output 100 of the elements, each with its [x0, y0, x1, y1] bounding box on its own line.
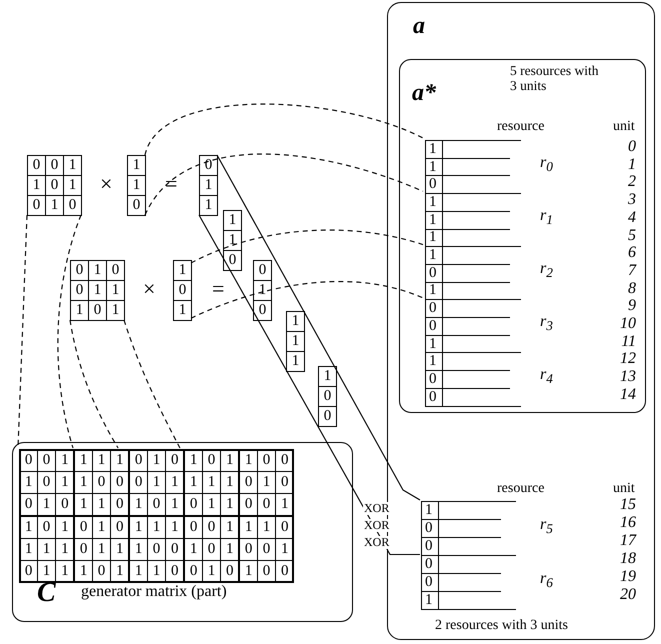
matrix-entry: 0 — [183, 515, 203, 539]
matrix — [70, 260, 124, 320]
xor-label: XOR — [363, 502, 390, 516]
resource-label: r$_{6}$ — [540, 570, 553, 591]
matrix — [286, 311, 304, 371]
bit-entry: 1 — [425, 228, 443, 248]
resource-label: r$_{5}$ — [540, 516, 553, 537]
bit-entry: 1 — [425, 246, 443, 265]
connector-line — [198, 214, 420, 556]
column-header: resource — [497, 119, 544, 134]
unit-number: 2 — [627, 174, 636, 190]
bit-entry: 1 — [421, 591, 439, 610]
bit-entry: 0 — [425, 175, 443, 194]
matrix-entry: 1 — [173, 300, 192, 321]
rounded-panel — [12, 442, 353, 622]
bit-entry: 0 — [425, 370, 443, 389]
unit-number: 15 — [619, 497, 636, 513]
matrix-entry: 0 — [173, 280, 192, 301]
matrix-entry: 0 — [127, 195, 146, 216]
bit-entry: 0 — [425, 317, 443, 336]
unit-number: 20 — [619, 587, 636, 603]
matrix-entry: 0 — [253, 260, 272, 281]
unit-number: 1 — [627, 156, 636, 173]
unit-number: 16 — [619, 515, 636, 531]
matrix-entry: 0 — [73, 515, 93, 539]
matrix-entry: 1 — [127, 175, 146, 196]
leader-line — [190, 230, 424, 264]
matrix — [27, 155, 81, 215]
matrix-entry: 1 — [286, 311, 305, 332]
matrix-entry: 1 — [253, 280, 272, 301]
leader-line — [144, 153, 424, 216]
matrix-entry: 1 — [318, 366, 337, 387]
bit-entry: 1 — [425, 210, 443, 230]
matrix — [19, 449, 294, 583]
matrix-entry: 0 — [253, 300, 272, 321]
unit-number: 3 — [627, 192, 636, 208]
operator-symbol: = — [212, 277, 224, 302]
resource-label: r$_{3}$ — [540, 313, 553, 334]
leader-line — [69, 320, 119, 448]
operator-symbol: × — [143, 277, 156, 302]
matrix-entry: 1 — [286, 331, 305, 352]
bit-entry: 1 — [425, 158, 443, 176]
matrix — [223, 210, 241, 270]
matrix-entry: 0 — [318, 386, 337, 407]
bit-entry: 1 — [425, 140, 443, 159]
bit-entry: 0 — [421, 519, 439, 538]
xor-label: XOR — [363, 519, 390, 532]
resource-label: r$_{4}$ — [540, 366, 553, 387]
bit-entry: 1 — [425, 334, 443, 354]
operator-symbol: = — [165, 172, 178, 196]
leader-line — [144, 104, 424, 156]
bit-entry: 0 — [425, 388, 443, 406]
matrix — [173, 260, 191, 320]
unit-number: 6 — [627, 245, 636, 262]
unit-number: 8 — [627, 280, 636, 297]
bit-column — [425, 140, 521, 406]
leader-line — [57, 214, 82, 448]
unit-number: 7 — [627, 262, 636, 279]
unit-number: 5 — [627, 228, 636, 244]
matrix — [199, 155, 217, 215]
matrix-entry: 1 — [223, 230, 242, 251]
matrix-entry: 0 — [70, 260, 89, 281]
unit-number: 19 — [619, 569, 636, 585]
matrix — [127, 155, 145, 215]
box-caption: 2 resources with 3 units — [435, 618, 568, 634]
unit-number: 13 — [619, 369, 636, 386]
resource-label: r$_{1}$ — [540, 206, 553, 228]
matrix-entry: 0 — [318, 406, 337, 427]
unit-number: 11 — [620, 334, 636, 350]
matrix-entry: 1 — [223, 210, 242, 231]
bit-entry: 1 — [425, 193, 443, 212]
leader-line — [190, 281, 424, 319]
box-title: a* — [412, 80, 436, 107]
matrix — [318, 366, 336, 426]
bit-entry: 0 — [425, 299, 443, 318]
xor-label: XOR — [363, 536, 390, 550]
box-title: a — [413, 13, 425, 40]
matrix-entry: 1 — [199, 195, 218, 216]
matrix-entry: 1 — [286, 351, 305, 372]
rounded-panel — [399, 59, 646, 413]
unit-number: 12 — [619, 351, 636, 368]
unit-number: 10 — [619, 316, 636, 332]
box-caption: 5 resources with 3 units — [510, 64, 600, 94]
column-header: resource — [497, 481, 544, 496]
matrix-entry: 0 — [63, 195, 82, 216]
unit-number: 14 — [619, 386, 636, 403]
operator-symbol: × — [100, 172, 112, 196]
bit-entry: 0 — [421, 573, 439, 592]
leader-line — [123, 320, 180, 448]
bit-entry: 0 — [425, 264, 443, 283]
bit-entry: 0 — [421, 555, 439, 574]
matrix-entry: 0 — [27, 155, 46, 176]
matrix-entry: 1 — [238, 515, 258, 539]
column-header: unit — [613, 481, 635, 496]
matrix — [253, 260, 271, 320]
resource-label: r$_{0}$ — [540, 154, 553, 175]
connector-line — [216, 154, 420, 500]
bit-entry: 1 — [425, 352, 443, 372]
unit-number: 9 — [627, 298, 636, 314]
resource-label: r$_{2}$ — [540, 260, 553, 281]
